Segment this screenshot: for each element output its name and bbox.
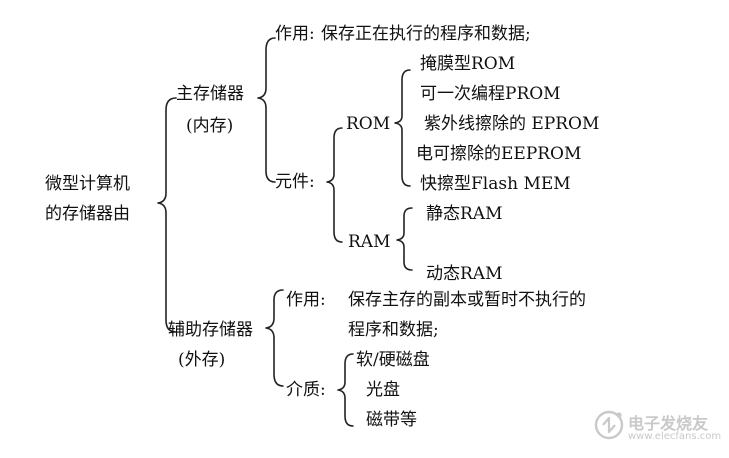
media-item: 光盘 [366, 380, 400, 400]
ram-label: RAM [348, 232, 391, 252]
ram-item: 动态RAM [426, 264, 503, 284]
watermark-brand: 电子发烧友 [628, 414, 709, 433]
ram-brace [396, 207, 413, 271]
aux-memory-function-line1: 保存主存的副本或暂时不执行的 [348, 290, 586, 310]
components-brace [326, 127, 343, 243]
main-memory-subtitle: (内存) [186, 116, 234, 136]
rom-brace [394, 69, 411, 187]
rom-item: 快擦型Flash MEM [420, 174, 571, 194]
aux-memory-function-label: 作用: [286, 290, 326, 310]
media-label: 介质: [286, 380, 326, 400]
rom-item: 可一次编程PROM [420, 84, 561, 104]
components-label: 元件: [275, 172, 315, 192]
rom-item: 电可擦除的EEPROM [416, 144, 582, 164]
root-label-line2: 的存储器由 [45, 204, 130, 224]
watermark: 电子发烧友 www.elecfans.com [594, 404, 722, 448]
rom-item: 掩膜型ROM [420, 54, 516, 74]
root-label-line1: 微型计算机 [45, 174, 130, 194]
rom-label: ROM [346, 114, 391, 134]
watermark-url: www.elecfans.com [628, 431, 722, 442]
circuit-logo-icon [594, 410, 624, 440]
aux-memory-brace [265, 289, 284, 387]
aux-memory-subtitle: (外存) [178, 350, 226, 370]
ram-item: 静态RAM [426, 204, 503, 224]
main-memory-title: 主存储器 [176, 84, 244, 104]
main-memory-function-text: 保存正在执行的程序和数据; [321, 24, 531, 44]
rom-item: 紫外线擦除的 EPROM [424, 114, 600, 134]
media-brace [337, 353, 354, 427]
main-memory-function-label: 作用: [275, 24, 315, 44]
media-item: 磁带等 [366, 410, 417, 430]
main-memory-brace [257, 37, 276, 183]
aux-memory-function-line2: 程序和数据; [348, 320, 439, 340]
media-item: 软/硬磁盘 [356, 350, 430, 370]
root-brace [157, 97, 177, 333]
aux-memory-title: 辅助存储器 [168, 320, 253, 340]
